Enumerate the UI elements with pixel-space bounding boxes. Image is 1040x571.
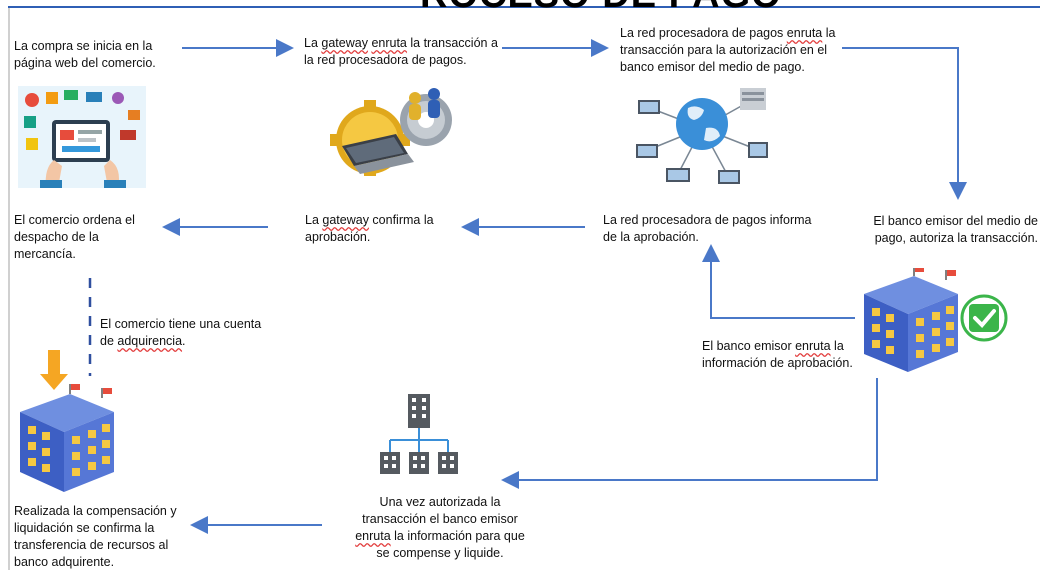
step-4-text: El banco emisor del medio de pago, autor… bbox=[873, 214, 1038, 245]
page-title-fragment: ROCESO DE PAGO bbox=[420, 0, 980, 14]
arrow-s5-s6 bbox=[702, 244, 855, 319]
step-5-text: El banco emisor enruta la información de… bbox=[702, 339, 853, 370]
step-1-text: La compra se inicia en la página web del… bbox=[14, 39, 156, 70]
merchant-bank-building-icon bbox=[20, 350, 114, 492]
step-6-text: La red procesadora de pagos informa de l… bbox=[603, 213, 812, 244]
frame-top-border bbox=[8, 6, 1040, 8]
step-7-text: La gateway confirma la aprobación. bbox=[305, 213, 434, 244]
step-8-text: El comercio ordena el despacho de la mer… bbox=[14, 213, 135, 261]
org-chart-icon bbox=[380, 394, 458, 474]
ecommerce-illustration bbox=[18, 86, 146, 188]
step-10-text: Una vez autorizada la transacción el ban… bbox=[355, 495, 525, 560]
step-9-text: El comercio tiene una cuenta de adquiren… bbox=[100, 317, 262, 348]
arrow-s3-s4 bbox=[842, 47, 967, 200]
issuer-bank-building-icon bbox=[864, 268, 1008, 372]
gateway-gears-icon bbox=[330, 88, 452, 176]
step-11-text: Realizada la compensación y liquidación … bbox=[14, 504, 177, 569]
frame-left-border bbox=[8, 6, 10, 570]
step-2-text: La gateway enruta la transacción a la re… bbox=[304, 36, 498, 67]
approved-check-icon bbox=[960, 294, 1008, 342]
arrow-bank-down bbox=[501, 378, 878, 489]
down-arrow-icon bbox=[40, 350, 68, 390]
network-globe-icon bbox=[636, 88, 768, 184]
step-3-text: La red procesadora de pagos enruta la tr… bbox=[620, 26, 836, 74]
